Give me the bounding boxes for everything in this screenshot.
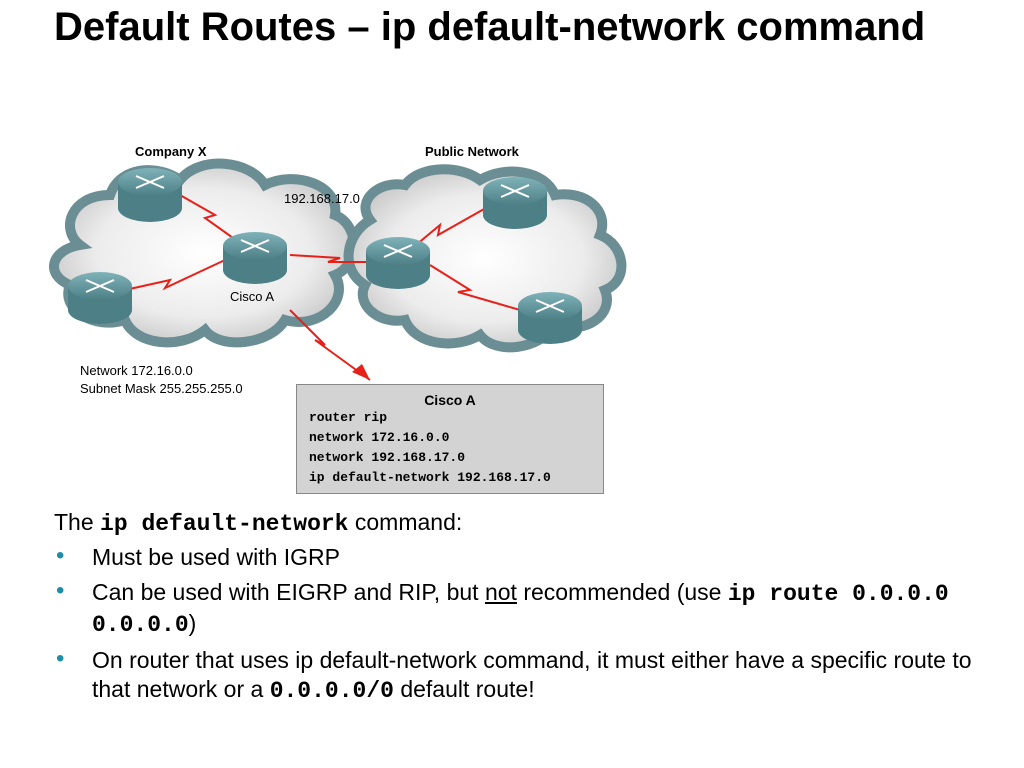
network-line: Network 172.16.0.0 bbox=[80, 363, 193, 378]
bullet-icon: • bbox=[56, 542, 65, 569]
public-network-label: Public Network bbox=[425, 144, 519, 159]
company-label: Company X bbox=[135, 144, 207, 159]
mask-line: Subnet Mask 255.255.255.0 bbox=[80, 381, 243, 396]
bullet-list: • Must be used with IGRP • Can be used w… bbox=[54, 542, 1004, 706]
router-icon-public-left bbox=[366, 237, 430, 289]
config-line: network 192.168.17.0 bbox=[309, 450, 466, 465]
bullet-icon: • bbox=[56, 577, 65, 604]
router-icon-bottom-left bbox=[68, 272, 132, 324]
intro-line: The ip default-network command: bbox=[54, 508, 1004, 539]
bullet-text: Must be used with IGRP bbox=[92, 544, 340, 570]
slide-title: Default Routes – ip default-network comm… bbox=[54, 5, 926, 49]
link-network-label: 192.168.17.0 bbox=[284, 191, 360, 206]
network-diagram-graphic bbox=[49, 158, 627, 381]
underlined-text: not bbox=[484, 579, 517, 605]
bullet-item: • On router that uses ip default-network… bbox=[54, 645, 1004, 706]
config-line: router rip bbox=[309, 410, 388, 425]
network-diagram: Company X Public Network 192.168.17.0 Ci… bbox=[40, 140, 640, 500]
body-text: The ip default-network command: • Must b… bbox=[54, 508, 1004, 712]
intro-post: command: bbox=[348, 509, 463, 535]
bullet-text: recommended (use bbox=[516, 579, 728, 605]
config-title: Cisco A bbox=[424, 392, 476, 408]
bullet-text: On router that uses ip default-network c… bbox=[92, 647, 972, 702]
bullet-item: • Can be used with EIGRP and RIP, but no… bbox=[54, 577, 1004, 640]
config-line: ip default-network 192.168.17.0 bbox=[309, 470, 551, 485]
bullet-item: • Must be used with IGRP bbox=[54, 542, 1004, 572]
bullet-code: 0.0.0.0/0 bbox=[269, 678, 394, 704]
router-icon-public-top bbox=[483, 177, 547, 229]
router-icon-top-left bbox=[118, 168, 182, 222]
intro-pre: The bbox=[54, 509, 101, 535]
bullet-icon: • bbox=[56, 645, 65, 672]
router-icon-public-bottom bbox=[518, 292, 582, 344]
bullet-code: ip route 0.0.0.0 0.0.0.0 bbox=[92, 581, 949, 638]
bullet-text: Can be used with EIGRP and RIP, but bbox=[92, 579, 485, 605]
bullet-text: ) bbox=[188, 610, 197, 636]
config-box: Cisco A router rip network 172.16.0.0 ne… bbox=[296, 384, 604, 494]
red-links bbox=[124, 194, 521, 381]
bullet-text: default route! bbox=[393, 676, 535, 702]
config-line: network 172.16.0.0 bbox=[309, 430, 450, 445]
arrow-head bbox=[352, 364, 370, 380]
router-label: Cisco A bbox=[230, 289, 275, 304]
intro-code: ip default-network bbox=[100, 511, 349, 537]
router-icon-cisco-a bbox=[223, 232, 287, 284]
